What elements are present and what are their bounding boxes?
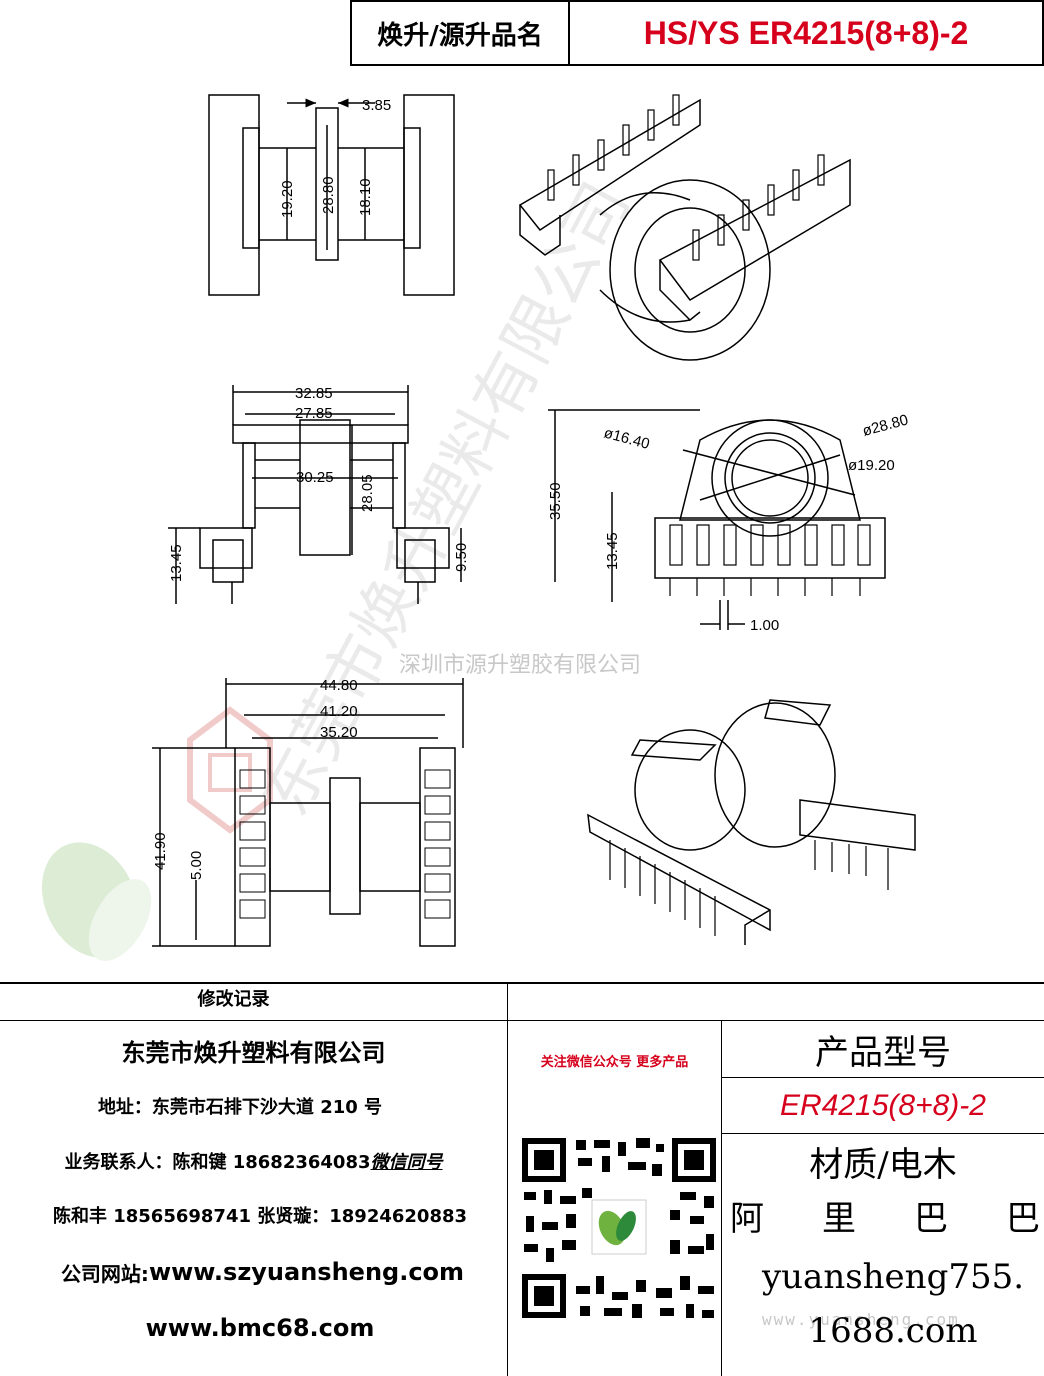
- alibaba-char-2: 里: [822, 1198, 856, 1239]
- store-line-2: 1688.com: [808, 1311, 978, 1351]
- footer-divider-1: [507, 982, 508, 1376]
- front-view: [548, 409, 886, 630]
- dim-front-5: 13.45: [604, 532, 621, 570]
- website-link[interactable]: www.szyuansheng.com: [148, 1258, 465, 1286]
- dim-front-3: ø19.20: [848, 457, 895, 474]
- model-value: ER4215(8+8)-2: [780, 1088, 986, 1122]
- contact-line-2: 陈和丰 18565698741 张贤璇：18924620883: [52, 1206, 468, 1227]
- model-row-border-1: [721, 1077, 1044, 1078]
- alibaba-char-3: 巴: [914, 1198, 948, 1239]
- dim-side-3: 30.25: [296, 469, 334, 486]
- company-address: 地址：东莞市石排下沙大道 210 号: [97, 1097, 383, 1118]
- wechat-same-number: 微信同号: [370, 1152, 443, 1173]
- contact-1-text: 业务联系人：陈和键 18682364083: [64, 1152, 371, 1173]
- side-view: [168, 385, 462, 604]
- dim-bottom-1: 44.80: [320, 677, 358, 694]
- header-label: 焕升/源升品名: [350, 0, 568, 66]
- dim-side-6: 9.50: [453, 543, 470, 572]
- watermark-company: 深圳市源升塑胶有限公司: [399, 653, 641, 678]
- dim-top-3: 28.80: [320, 176, 337, 214]
- material: 材质/电木: [809, 1144, 957, 1185]
- alibaba-char-1: 阿: [730, 1198, 764, 1239]
- technical-drawing: 东莞市焕升塑料有限公司 3.85 19.20 28.80 18.10: [41, 94, 916, 961]
- dim-bottom-4: 41.90: [152, 832, 169, 870]
- contact-line-1: 业务联系人：陈和键 18682364083 微信同号: [0, 1143, 507, 1179]
- dim-side-2: 27.85: [295, 405, 333, 422]
- alibaba-label: 阿 里 巴 巴: [730, 1190, 1040, 1240]
- dim-side-4: 28.05: [359, 474, 376, 512]
- header-product-name: HS/YS ER4215(8+8)-2: [568, 0, 1044, 66]
- dim-bottom-5: 5.00: [188, 851, 205, 880]
- top-view: [208, 94, 455, 296]
- website-link-2[interactable]: www.bmc68.com: [145, 1314, 375, 1342]
- dim-side-1: 32.85: [295, 385, 333, 402]
- watermark-diagonal: 东莞市焕升塑料有限公司: [249, 171, 645, 827]
- qr-code: [520, 1136, 718, 1320]
- model-title: 产品型号: [815, 1033, 951, 1073]
- revision-label: 修改记录: [197, 989, 270, 1010]
- store-line-1: yuansheng755.: [761, 1257, 1025, 1297]
- dim-bottom-3: 35.20: [320, 724, 358, 741]
- revision-row-border: [0, 1020, 1044, 1021]
- model-row-border-2: [721, 1133, 1044, 1134]
- isometric-view-bottom: [587, 699, 916, 945]
- footer-top-border: [0, 982, 1044, 984]
- bottom-view: [152, 678, 464, 947]
- alibaba-char-4: 巴: [1006, 1198, 1040, 1239]
- qr-caption: 关注微信公众号 更多产品: [540, 1054, 689, 1070]
- dim-top-4: 18.10: [357, 178, 374, 216]
- dim-front-4: 35.50: [547, 482, 564, 520]
- dim-top-1: 3.85: [362, 97, 391, 114]
- dim-side-5: 13.45: [168, 544, 185, 582]
- website-line: 公司网站: www.szyuansheng.com: [0, 1253, 525, 1291]
- dim-front-1: ø16.40: [602, 424, 652, 453]
- company-name: 东莞市焕升塑料有限公司: [121, 1038, 386, 1067]
- store-watermark: www.yuansheng.com: [762, 1310, 960, 1329]
- isometric-view-top: [518, 94, 851, 361]
- website-label: 公司网站:: [60, 1261, 149, 1286]
- dim-bottom-2: 41.20: [320, 703, 358, 720]
- store-text: yuansheng755. 1688.com: [722, 1250, 1044, 1358]
- dim-top-2: 19.20: [279, 180, 296, 218]
- dim-front-6: 1.00: [750, 617, 779, 634]
- store-url[interactable]: www.yuansheng.com yuansheng755. 1688.com: [722, 1250, 1044, 1370]
- company-logo-watermark: [41, 706, 273, 961]
- dim-front-2: ø28.80: [861, 411, 911, 440]
- footer-divider-2: [721, 1020, 722, 1376]
